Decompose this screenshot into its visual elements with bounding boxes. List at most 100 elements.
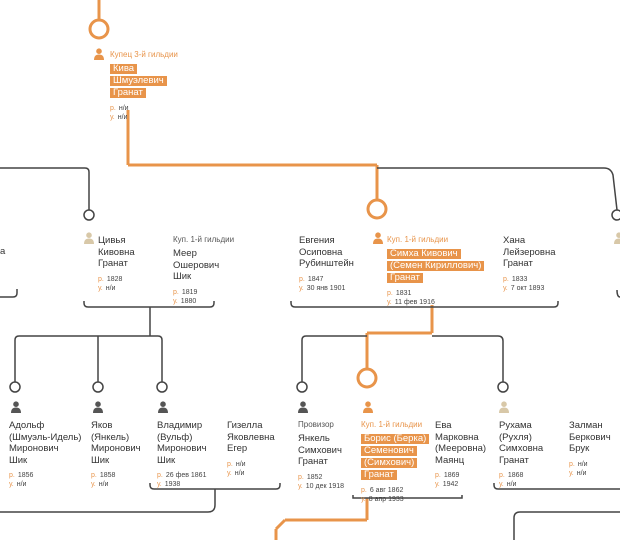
name-line: Шмуэлевич (110, 76, 167, 86)
death-date-label: у. (503, 284, 508, 292)
birth-date-label: р. (98, 275, 104, 283)
death-date-label: у. (227, 469, 232, 477)
birth-date-label: р. (173, 288, 179, 296)
birth-date: 26 фев 1861 (165, 472, 207, 479)
person-icon-light (84, 232, 94, 244)
name-line: Осиповна (299, 246, 343, 258)
birth-date-label: р. (299, 275, 305, 283)
person-title: Куп. 1-й гильдии (361, 420, 423, 429)
death-date-label: у. (499, 481, 504, 488)
name-line: (Семен Кириллович) (387, 261, 485, 271)
person-title: Провизор (298, 420, 334, 429)
death-date: н/и (576, 469, 587, 477)
name-line: (Шмуэль-Идель) (9, 431, 82, 443)
name-line: Гранат (298, 456, 328, 467)
person-title: Купец 3-й гильдии (110, 50, 178, 59)
name-line: Борис (Берка) (361, 434, 430, 444)
name-line: Марковна (435, 431, 479, 443)
person-icon-dark (158, 401, 168, 413)
birth-date-label: р. (91, 472, 97, 479)
birth-date: 1833 (511, 275, 528, 283)
name-line: Меер (173, 248, 197, 259)
person-icon-dark (93, 401, 103, 413)
name-line: Янкель (298, 433, 330, 444)
name-line: (Вульф) (157, 431, 193, 443)
birth-date: 1831 (395, 290, 412, 297)
death-date: 7 окт 1893 (510, 284, 545, 292)
birth-date: 1858 (99, 472, 116, 479)
name-line: Шик (173, 271, 192, 282)
person-icon-light (499, 401, 509, 413)
person-title: Куп. 1-й гильдии (387, 235, 449, 244)
birth-date: н/и (118, 105, 129, 112)
name-line: Гранат (361, 470, 397, 480)
person-icon-orange (363, 401, 373, 413)
birth-date-label: р. (499, 472, 505, 479)
death-date-label: у. (173, 297, 178, 305)
name-line: Шик (9, 454, 28, 466)
name-line: Гранат (98, 258, 128, 269)
name-line: (Янкель) (91, 431, 130, 443)
birth-date: н/и (235, 460, 246, 468)
name-line: Рухама (499, 420, 532, 431)
death-date: н/и (117, 114, 128, 121)
name-line: Цивья (98, 235, 126, 246)
birth-date: 1819 (181, 288, 198, 296)
death-date-label: у. (435, 481, 440, 488)
death-date: 1938 (164, 481, 181, 488)
birth-date-label: р. (227, 460, 233, 468)
name-line: Миронович (9, 443, 59, 454)
death-date-label: у. (361, 496, 366, 503)
name-line: Семенович (361, 446, 417, 456)
child-node-circle (366, 198, 388, 220)
person-name: Симха Кивович(Семен Кириллович)Гранат (387, 248, 485, 284)
name-line: Симхович (298, 444, 342, 456)
name-line: (Мееровна) (435, 443, 487, 454)
death-date-label: у. (110, 114, 115, 121)
death-date: 1880 (180, 297, 197, 305)
grandchild-node-circle (356, 367, 378, 389)
name-line: (Симхович) (361, 458, 418, 468)
death-date: 30 янв 1901 (306, 284, 346, 292)
death-date: 1942 (442, 481, 459, 488)
name-line: Гранат (387, 273, 423, 283)
name-line: Симховна (499, 443, 544, 454)
main-lineage-line (97, 0, 434, 540)
name-line: Ошерович (173, 259, 220, 271)
birth-date-label: р. (298, 473, 304, 481)
death-date: н/и (105, 284, 116, 292)
name-line: (Рухля) (499, 431, 532, 443)
name-line: Гранат (499, 454, 529, 466)
